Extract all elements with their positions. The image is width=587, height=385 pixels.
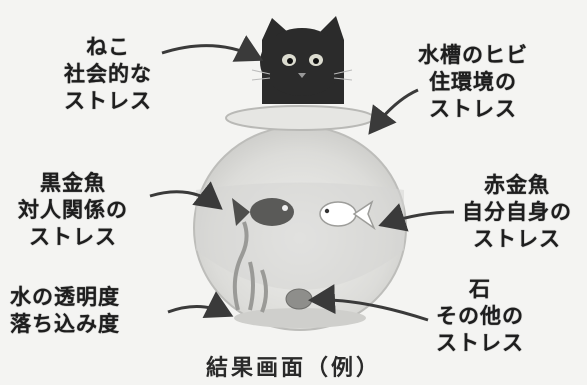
label-line: 住環境の	[429, 70, 517, 94]
label-red-fish: 赤金魚 自分自身の ストレス	[462, 172, 572, 253]
white-goldfish-icon	[319, 200, 376, 231]
caption: 結果画面（例）	[205, 356, 381, 381]
label-line: 石	[469, 277, 491, 301]
label-line: ストレス	[429, 97, 517, 121]
arrow-crack	[368, 88, 419, 135]
label-line: 落ち込み度	[10, 312, 120, 336]
label-water: 水の透明度 落ち込み度	[10, 284, 120, 338]
stone-icon	[285, 288, 313, 310]
arrow-black-fish	[149, 181, 223, 210]
label-line: ストレス	[29, 225, 117, 249]
black-goldfish-icon	[232, 198, 294, 226]
label-line: 水の透明度	[10, 285, 120, 309]
label-line: 水槽のヒビ	[418, 43, 528, 67]
label-crack: 水槽のヒビ 住環境の ストレス	[418, 42, 528, 123]
label-line: ねこ	[86, 35, 130, 59]
arrow-stone	[308, 284, 429, 322]
arrow-cat	[161, 35, 264, 62]
label-line: 社会的な	[64, 62, 152, 86]
label-black-fish: 黒金魚 対人関係の ストレス	[18, 170, 128, 251]
cat-icon	[251, 16, 353, 104]
label-cat: ねこ 社会的な ストレス	[64, 34, 152, 115]
label-line: ストレス	[64, 89, 152, 113]
label-line: その他の	[436, 304, 524, 328]
label-line: ストレス	[473, 227, 561, 251]
label-line: 対人関係の	[18, 198, 128, 222]
label-line: 赤金魚	[484, 173, 550, 197]
waterweed-icon	[232, 221, 268, 313]
label-stone: 石 その他の ストレス	[436, 276, 524, 357]
arrow-red-fish	[378, 203, 455, 232]
arrow-water	[167, 291, 234, 319]
label-line: 黒金魚	[40, 171, 106, 195]
label-line: ストレス	[436, 331, 524, 355]
label-line: 自分自身の	[462, 200, 572, 224]
